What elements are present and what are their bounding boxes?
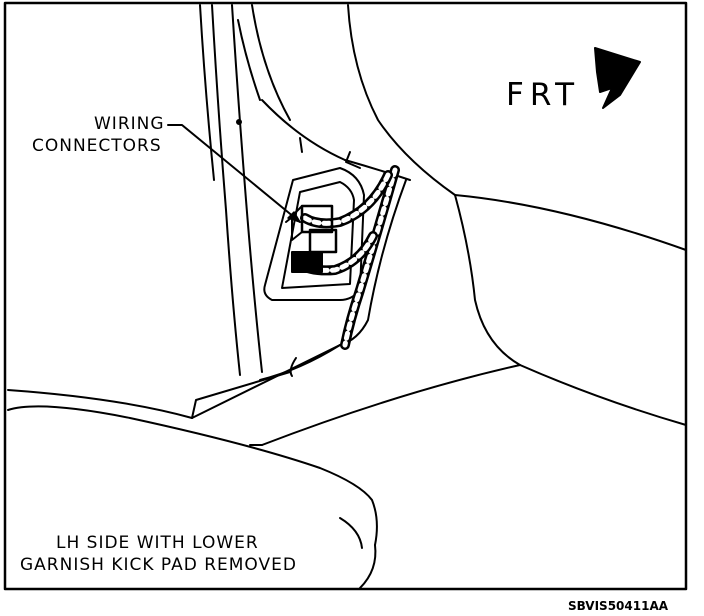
floor-pan — [7, 344, 521, 446]
callout-leader — [167, 124, 301, 223]
seat-cushion — [7, 405, 378, 589]
callout-label-line2: CONNECTORS — [32, 136, 162, 156]
figure-id: SBVIS50411AA — [568, 599, 669, 613]
wiring-harness — [293, 165, 400, 350]
a-pillar — [199, 4, 303, 376]
dashboard-underside — [261, 4, 687, 251]
direction-label: FRT — [506, 77, 581, 113]
connector-recess — [263, 167, 365, 301]
figure-border — [3, 1, 688, 591]
kick-panel — [259, 179, 687, 426]
arrow-icon — [594, 47, 641, 109]
callout-arrowhead — [287, 211, 301, 223]
caption-line2: GARNISH KICK PAD REMOVED — [20, 555, 297, 575]
callout-label-line1: WIRING — [94, 114, 165, 134]
caption-line1: LH SIDE WITH LOWER — [56, 533, 259, 553]
